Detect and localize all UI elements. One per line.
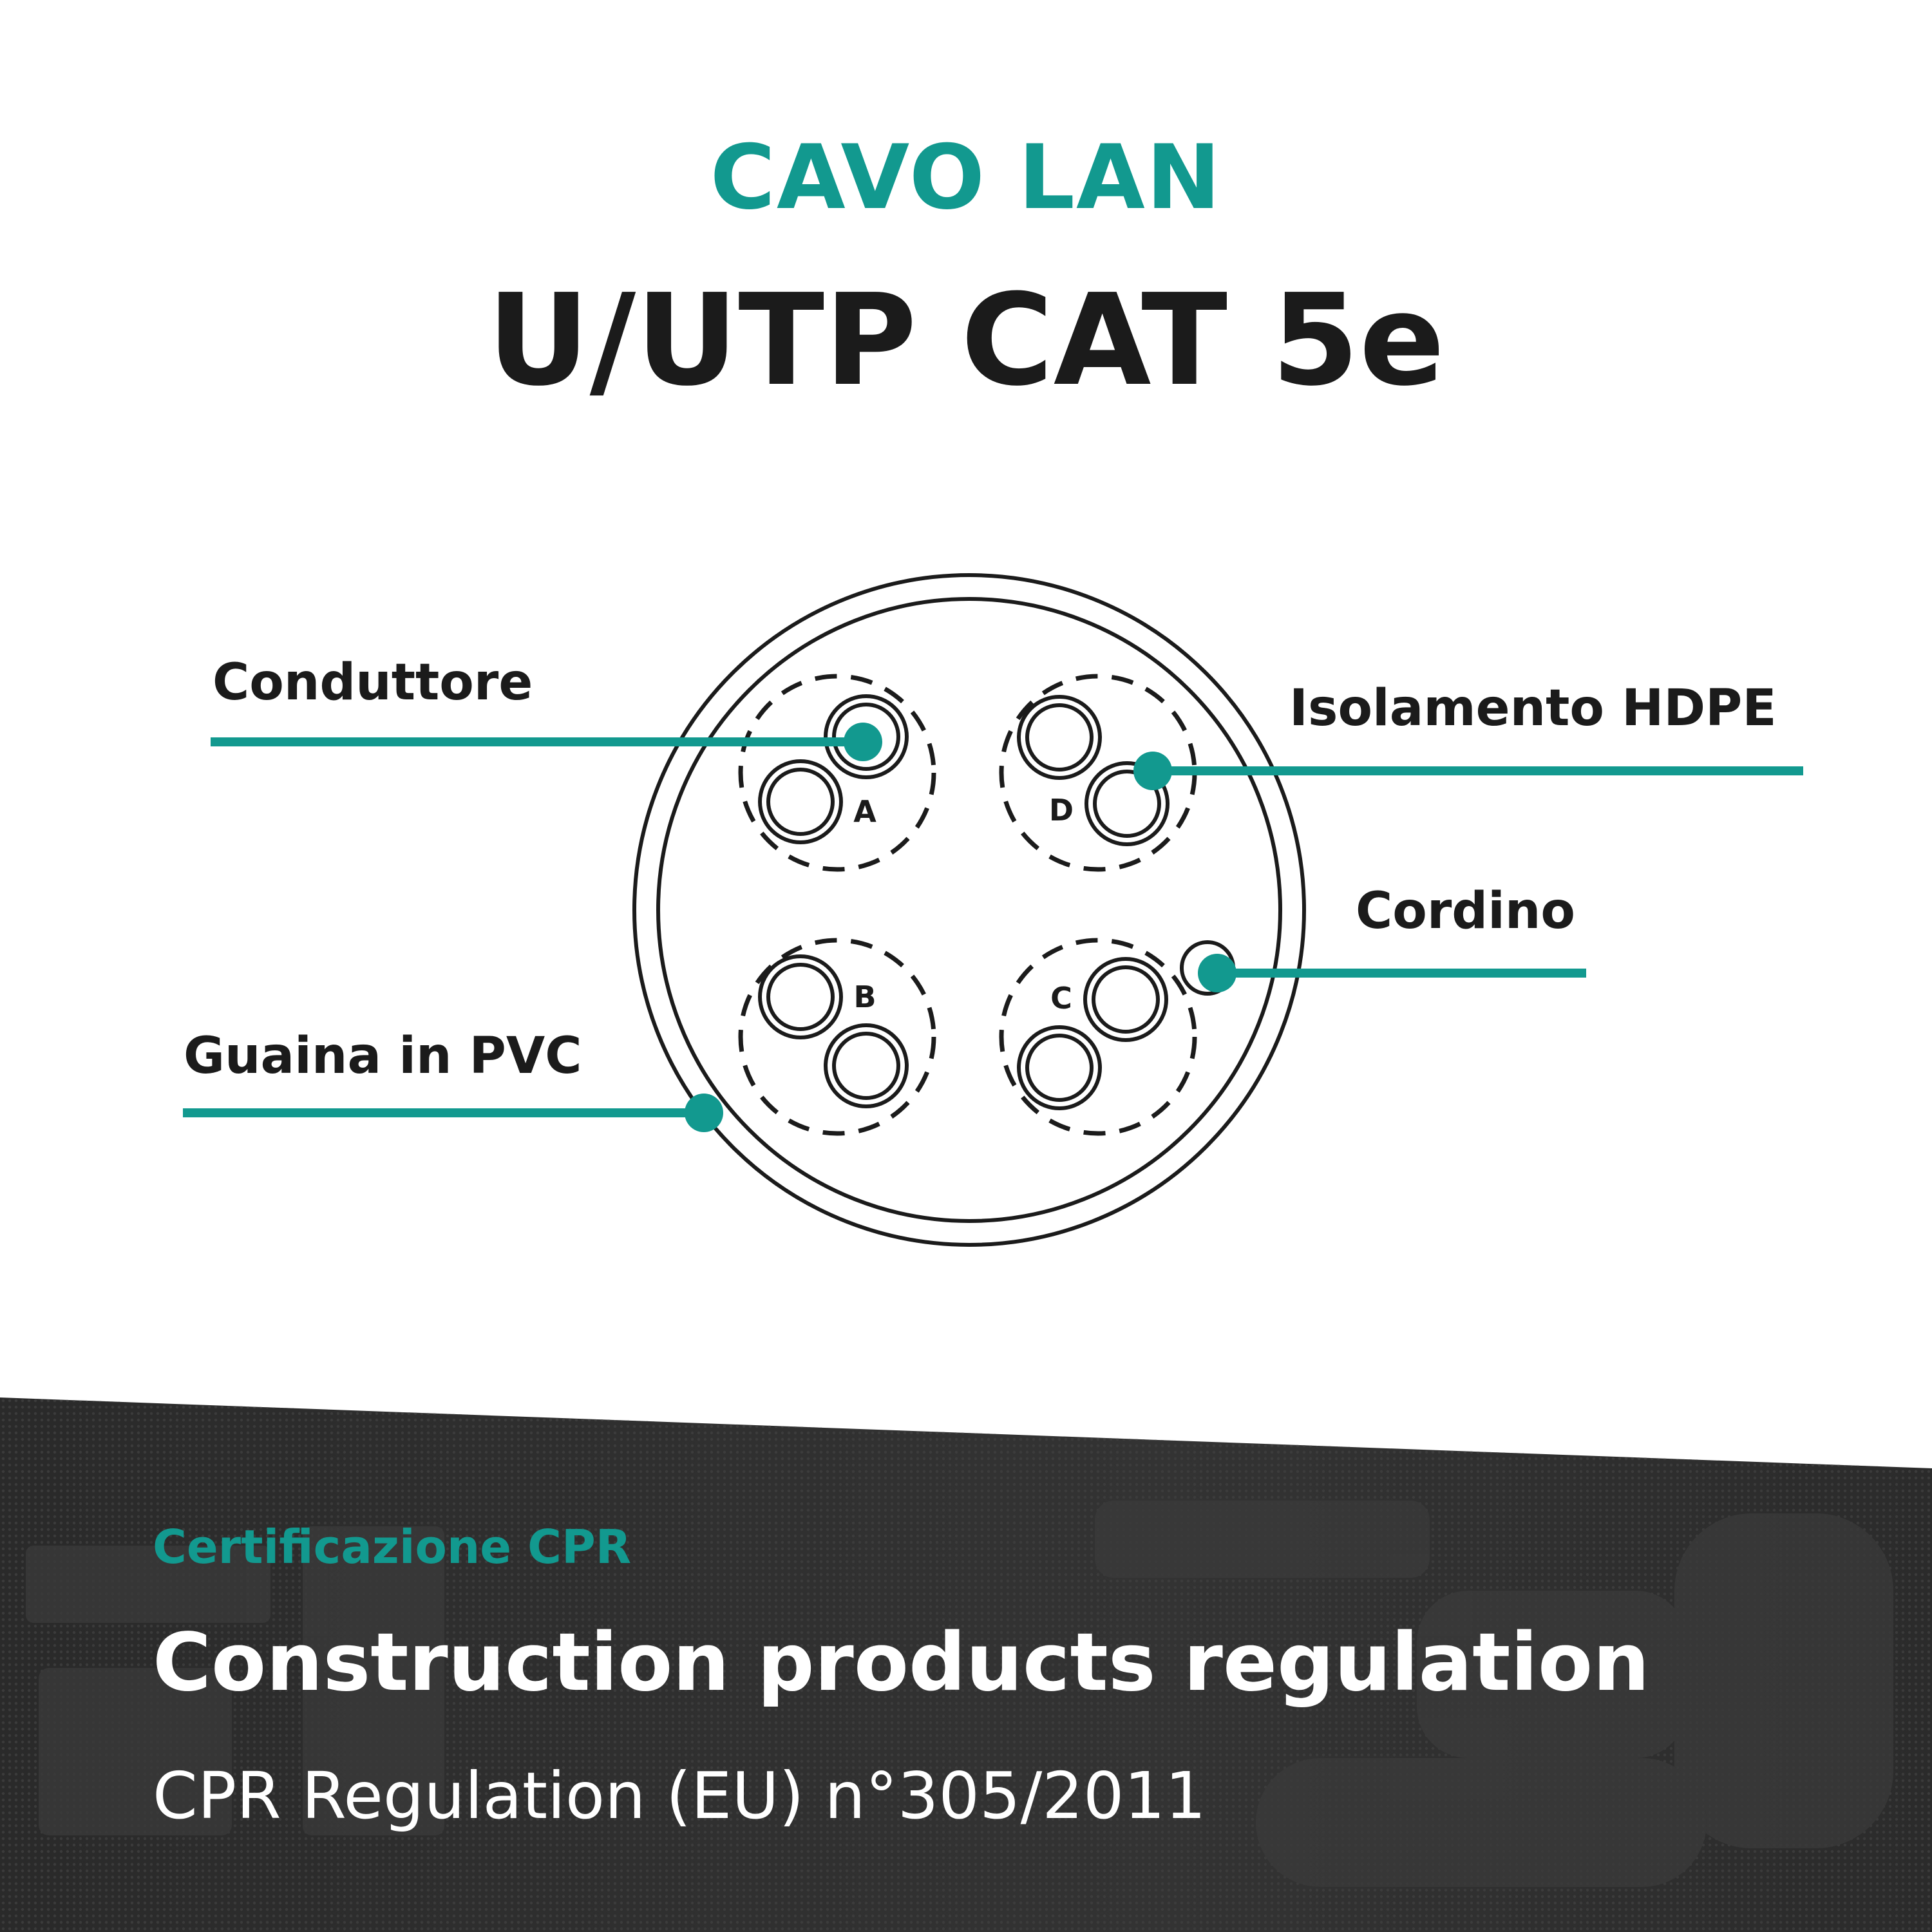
pair-label-a: A <box>853 794 876 829</box>
insulation-marker-dot <box>1133 752 1172 790</box>
regulation-reference: CPR Regulation (EU) n°305/2011 <box>153 1758 1206 1833</box>
cable-category-title: U/UTP CAT 5e <box>487 267 1445 414</box>
twisted-pair-d: D <box>999 674 1197 872</box>
pair-label-d: D <box>1049 793 1074 828</box>
sheath-marker-dot <box>685 1094 723 1132</box>
pair-label-c: C <box>1050 981 1072 1016</box>
sheath-label: Guaina in PVC <box>184 1027 582 1085</box>
twisted-pair-a: A <box>738 674 936 872</box>
footer-banner <box>0 1397 1932 1932</box>
cable-cross-section-diagram: A D B C <box>183 573 1803 1247</box>
ripcord-marker-dot <box>1198 954 1236 992</box>
ripcord-label: Cordino <box>1356 882 1575 940</box>
inner-sheath-circle <box>656 597 1282 1223</box>
pair-label-b: B <box>853 980 876 1014</box>
insulation-label: Isolamento HDPE <box>1289 679 1777 737</box>
network-equipment-backdrop <box>26 1501 1893 1887</box>
twisted-pair-b: B <box>738 938 936 1136</box>
cable-type-kicker: CAVO LAN <box>710 126 1222 229</box>
conductor-label: Conduttore <box>213 654 533 712</box>
outer-sheath-circle <box>632 573 1306 1247</box>
certification-label: Certificazione CPR <box>153 1520 632 1574</box>
twisted-pair-c: C <box>999 938 1197 1136</box>
conductor-marker-dot <box>844 723 882 761</box>
regulation-headline: Construction products regulation <box>153 1616 1650 1709</box>
